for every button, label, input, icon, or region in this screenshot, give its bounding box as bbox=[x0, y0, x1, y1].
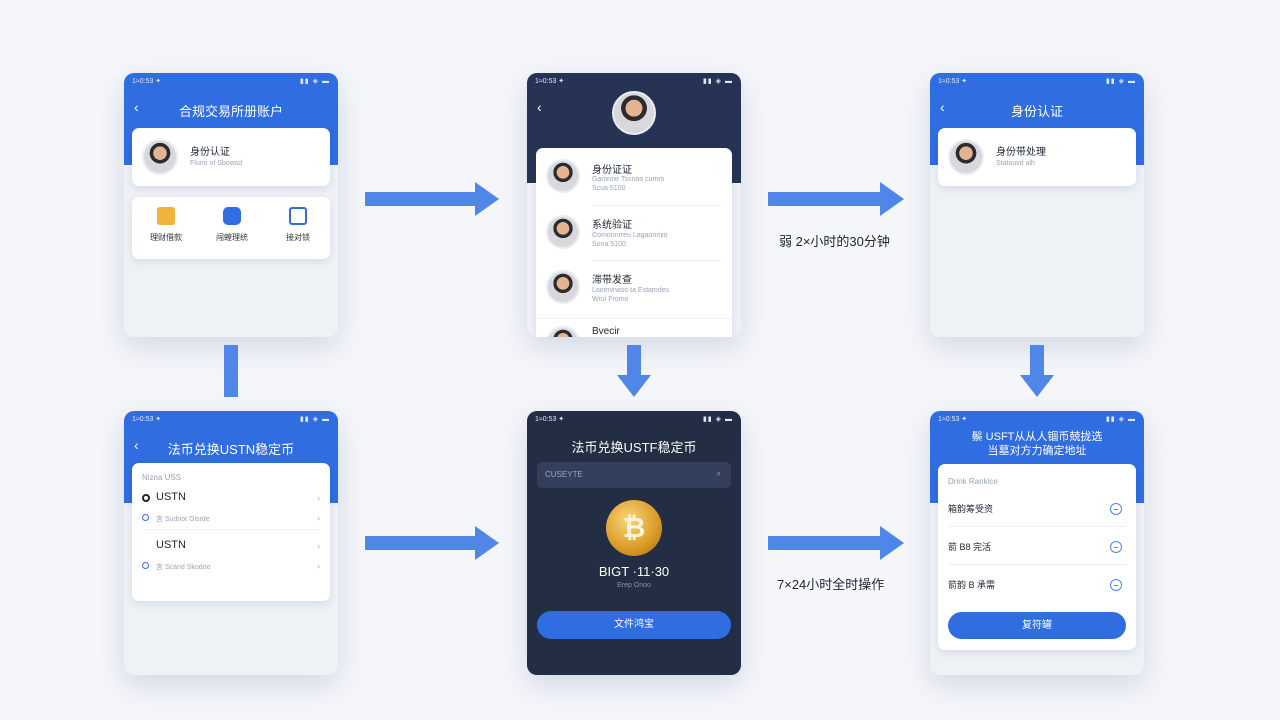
menu-item-shield[interactable]: 闯蝗理统 bbox=[210, 207, 254, 243]
card-title: 身份认证 bbox=[190, 147, 230, 158]
chevron-right-icon: › bbox=[317, 493, 320, 503]
list-item[interactable]: USTN › 言 Scand Skodoo › bbox=[132, 537, 330, 573]
arrow-right-icon bbox=[768, 182, 904, 216]
phone-address-select: 1≈0:53 ✦▮▮ ◈ ▬ 鬃 USFT从从人锢币兢拢选 当墓对方力确定地址 … bbox=[930, 411, 1144, 675]
back-button[interactable]: ‹ bbox=[537, 99, 542, 115]
divider bbox=[536, 318, 732, 319]
shield-icon bbox=[223, 207, 241, 225]
back-button[interactable]: ‹ bbox=[134, 437, 139, 453]
card-subtitle: Statouvd alh bbox=[996, 160, 1035, 167]
profile-avatar bbox=[612, 91, 656, 135]
dot-icon bbox=[142, 562, 149, 569]
search-icon: ⌕ bbox=[716, 469, 721, 478]
coin-dot-icon bbox=[142, 494, 150, 502]
page-title: 法币兑换USTN稳定币 bbox=[167, 442, 295, 457]
identity-card[interactable]: 身份认证 Fluno of Sbowsd bbox=[132, 128, 330, 186]
dot-icon bbox=[142, 514, 149, 521]
timing-note: 弱 2×小时的30分钟 bbox=[779, 234, 890, 249]
avatar bbox=[546, 215, 580, 249]
page-title: 身份认证 bbox=[1010, 104, 1063, 119]
identity-card[interactable]: 身份带处理 Statouvd alh bbox=[938, 128, 1136, 186]
page-subtitle: 当墓对方力确定地址 bbox=[987, 445, 1087, 457]
phone-verification-list: 1≈0:53 ✦▮▮ ◈ ▬ ‹ 身份证证 Gamroxr Tssnao cum… bbox=[527, 73, 741, 337]
avatar bbox=[948, 139, 984, 175]
divider bbox=[592, 260, 722, 261]
card-title: 身份带处理 bbox=[996, 147, 1046, 158]
status-bar: 1≈0:53 ✦▮▮ ◈ ▬ bbox=[938, 416, 1136, 423]
arrow-down-icon bbox=[617, 345, 651, 397]
section-label: Drink Rankice bbox=[948, 477, 998, 486]
option-item[interactable]: 箭 B8 完活 bbox=[938, 536, 1136, 562]
address-options: Drink Rankice 箱韵筹受资 箭 B8 完活 箭韵 B 承需 复符罐 bbox=[938, 464, 1136, 650]
search-input[interactable]: CUSEYTE ⌕ bbox=[537, 462, 731, 488]
menu-item-document[interactable]: 接对锁 bbox=[276, 207, 320, 243]
status-bar: 1≈0:53 ✦▮▮ ◈ ▬ bbox=[535, 416, 733, 423]
section-label: Nizna USS bbox=[142, 473, 182, 482]
phone-coin-exchange: 1≈0:53 ✦▮▮ ◈ ▬ 法币兑换USTF稳定币 CUSEYTE ⌕ ₿ B… bbox=[527, 411, 741, 675]
menu-item-wallet[interactable]: 理财借款 bbox=[144, 207, 188, 243]
page-title: 法币兑换USTF稳定币 bbox=[571, 440, 697, 455]
avatar bbox=[142, 139, 178, 175]
option-item[interactable]: 箱韵筹受资 bbox=[938, 498, 1136, 524]
divider bbox=[948, 564, 1126, 565]
connector-line bbox=[224, 345, 238, 397]
option-item[interactable]: 箭韵 B 承需 bbox=[938, 574, 1136, 600]
list-item[interactable]: USTN › 言 Sudnot Gisrde › bbox=[132, 489, 330, 525]
card-subtitle: Fluno of Sbowsd bbox=[190, 160, 243, 167]
list-item[interactable]: 身份证证 Gamroxr Tssnao cumrs Scua 5100 bbox=[536, 148, 732, 204]
avatar bbox=[546, 270, 580, 304]
status-bar: 1≈0:53 ✦▮▮ ◈ ▬ bbox=[938, 78, 1136, 85]
status-bar: 1≈0:53 ✦▮▮ ◈ ▬ bbox=[535, 78, 733, 85]
bitcoin-icon: ₿ bbox=[606, 500, 662, 556]
back-button[interactable]: ‹ bbox=[134, 99, 139, 115]
chevron-right-icon: › bbox=[317, 513, 320, 523]
verification-list: 身份证证 Gamroxr Tssnao cumrs Scua 5100 系统验证… bbox=[536, 148, 732, 337]
radio-icon[interactable] bbox=[1110, 579, 1122, 591]
arrow-right-icon bbox=[365, 182, 499, 216]
radio-icon[interactable] bbox=[1110, 541, 1122, 553]
submit-button[interactable]: 复符罐 bbox=[948, 612, 1126, 639]
divider bbox=[948, 526, 1126, 527]
confirm-button[interactable]: 文件鸿宝 bbox=[537, 611, 731, 639]
document-icon bbox=[289, 207, 307, 225]
status-bar: 1≈0:53 ✦▮▮ ◈ ▬ bbox=[132, 78, 330, 85]
coin-subtitle: Erep Onoo bbox=[617, 582, 651, 589]
back-button[interactable]: ‹ bbox=[940, 99, 945, 115]
coin-label: BIGT ·11·30 bbox=[598, 564, 670, 579]
list-item[interactable]: Bvecir bbox=[536, 322, 732, 337]
status-bar: 1≈0:53 ✦▮▮ ◈ ▬ bbox=[132, 416, 330, 423]
page-title: 合规交易所册账户 bbox=[178, 104, 283, 119]
availability-note: 7×24小时全时操作 bbox=[777, 577, 885, 592]
phone-identity-processing: 1≈0:53 ✦▮▮ ◈ ▬ ‹ 身份认证 身份带处理 Statouvd alh bbox=[930, 73, 1144, 337]
arrow-right-icon bbox=[365, 526, 499, 560]
currency-list: Nizna USS USTN › 言 Sudnot Gisrde › USTN … bbox=[132, 463, 330, 601]
menu-card: 理财借款 闯蝗理统 接对锁 bbox=[132, 197, 330, 259]
chevron-right-icon: › bbox=[317, 541, 320, 551]
page-title: 鬃 USFT从从人锢币兢拢选 bbox=[971, 431, 1103, 443]
avatar bbox=[546, 159, 580, 193]
phone-register-account: 1≈0:53 ✦▮▮ ◈ ▬ ‹ 合规交易所册账户 身份认证 Fluno of … bbox=[124, 73, 338, 337]
divider bbox=[142, 529, 320, 530]
arrow-down-icon bbox=[1020, 345, 1054, 397]
list-item[interactable]: 系统验证 Comonnrreu Lagaonmio Sona 5100 bbox=[536, 206, 732, 260]
radio-icon[interactable] bbox=[1110, 503, 1122, 515]
divider bbox=[592, 205, 722, 206]
chevron-right-icon: › bbox=[317, 561, 320, 571]
wallet-icon bbox=[157, 207, 175, 225]
avatar bbox=[546, 326, 580, 337]
phone-fiat-exchange: 1≈0:53 ✦▮▮ ◈ ▬ ‹ 法币兑换USTN稳定币 Nizna USS U… bbox=[124, 411, 338, 675]
list-item[interactable]: 滞带发查 Loomvnaso ta Estamdes Wrui Fromo bbox=[536, 262, 732, 316]
arrow-right-icon bbox=[768, 526, 904, 560]
